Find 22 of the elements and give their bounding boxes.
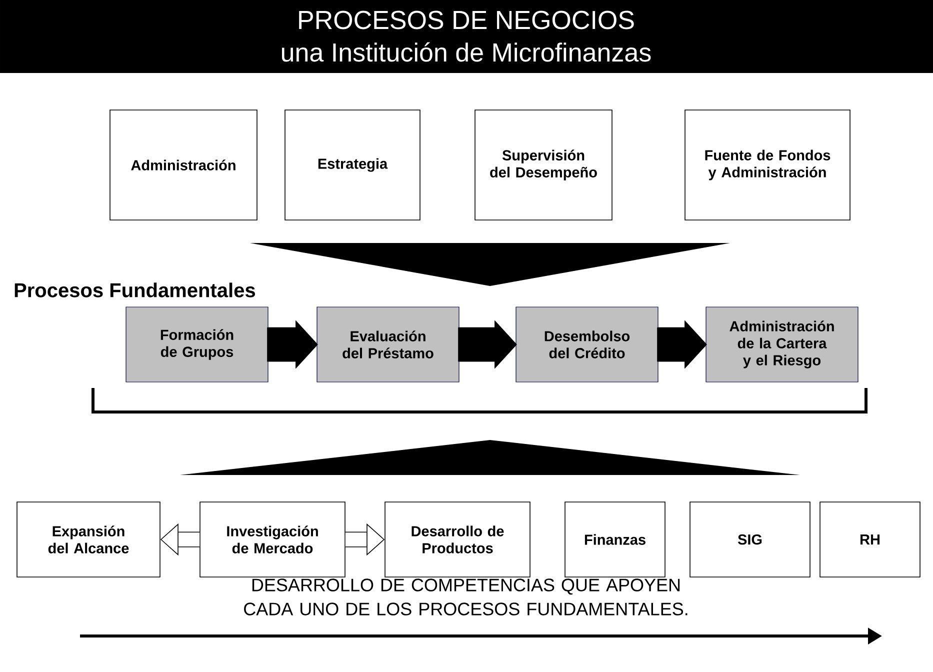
process-box: Desembolso del Crédito bbox=[516, 306, 658, 382]
support-box: SIG bbox=[690, 502, 810, 578]
process-box: Formación de Grupos bbox=[126, 306, 268, 382]
support-box: RH bbox=[820, 502, 920, 578]
process-box: Evaluación del Préstamo bbox=[316, 306, 460, 382]
title: PROCESOS DE NEGOCIOS bbox=[299, 10, 634, 30]
support-box: Administración bbox=[110, 110, 258, 220]
block-arrow bbox=[267, 320, 318, 369]
support-box: Expansión del Alcance bbox=[16, 502, 160, 578]
support-box: Investigación de Mercado bbox=[200, 502, 346, 578]
support-box: Fuente de Fondos y Administración bbox=[684, 110, 850, 220]
subtitle: una Institución de Microfinanzas bbox=[282, 42, 651, 62]
support-box: Supervisión del Desempeño bbox=[474, 110, 612, 220]
support-box: Estrategia bbox=[284, 110, 420, 220]
section-heading: Procesos Fundamentales bbox=[14, 282, 255, 298]
process-box: Administración de la Cartera y el Riesgo bbox=[706, 306, 858, 382]
block-arrow bbox=[458, 320, 517, 369]
support-box: Desarrollo de Productos bbox=[384, 502, 530, 578]
footer-text: DESARROLLO DE COMPETENCIAS QUE APOYEN CADA UNO DE LOS PROCESOS FUNDAMENTALES. bbox=[244, 578, 688, 616]
funnel-triangle bbox=[180, 440, 800, 475]
block-arrow bbox=[657, 320, 707, 369]
support-box: Finanzas bbox=[564, 502, 666, 578]
